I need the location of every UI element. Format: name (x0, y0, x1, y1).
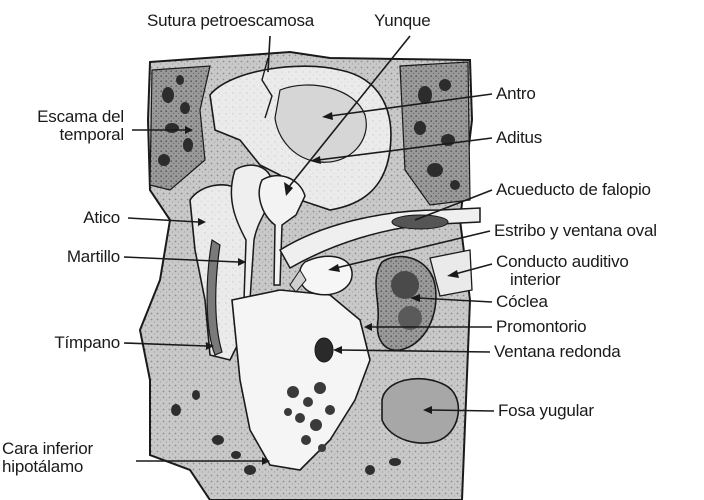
label-atico: Atico (20, 209, 120, 227)
label-ventana-redonda: Ventana redonda (494, 343, 621, 361)
round-window (315, 338, 333, 362)
label-timpano: Tímpano (20, 334, 120, 352)
label-estribo-y-ventana-oval: Estribo y ventana oval (494, 222, 657, 240)
label-escama-del-temporal-line1: Escama del (10, 108, 124, 126)
label-acueducto-de-falopio: Acueducto de falopio (496, 181, 651, 199)
label-promontorio: Promontorio (496, 318, 586, 336)
label-aditus: Aditus (496, 129, 542, 147)
label-yunque: Yunque (374, 12, 430, 30)
label-coclea: Cóclea (496, 293, 548, 311)
leader-fosa-yugular (430, 410, 494, 411)
label-escama-del-temporal-line2: temporal (10, 126, 124, 144)
label-cara-inferior-line2: hipotálamo (2, 458, 83, 476)
label-conducto-auditivo-line2: interior (510, 271, 560, 289)
label-sutura-petroescamosa: Sutura petroescamosa (147, 12, 314, 30)
label-cara-inferior-line1: Cara inferior (2, 440, 93, 458)
facial-canal-end (392, 215, 448, 229)
label-antro: Antro (496, 85, 536, 103)
label-conducto-auditivo-line1: Conducto auditivo (496, 253, 629, 271)
label-fosa-yugular: Fosa yugular (498, 402, 594, 420)
stapes (299, 256, 352, 295)
label-martillo: Martillo (20, 248, 120, 266)
cochlea-turn-1 (391, 271, 419, 299)
